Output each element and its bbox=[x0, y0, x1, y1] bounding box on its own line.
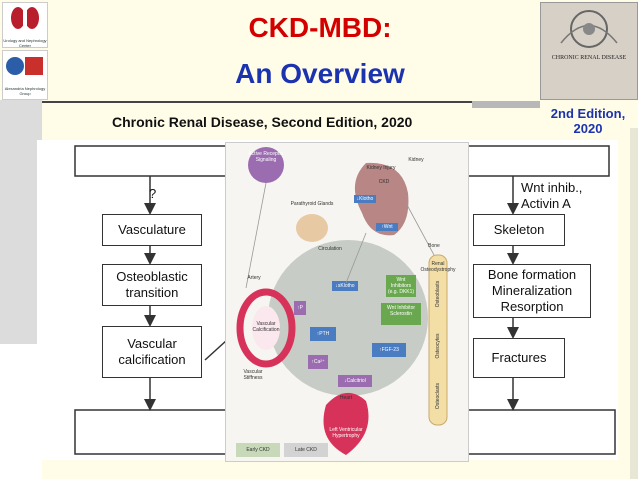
vascular-calcification-box: Vascular calcification bbox=[102, 326, 202, 378]
calcium-label: ↑Ca²⁺ bbox=[311, 359, 325, 365]
nephrology-group-caption: Alexandria Nephrology Group bbox=[4, 86, 46, 96]
slide-subtitle: Chronic Renal Disease, Second Edition, 2… bbox=[112, 114, 413, 130]
wnt-inhibitors-label: Wnt Inhibitors (e.g. DKK1) bbox=[387, 277, 415, 295]
urology-center-caption: Urology and Nephrology Center bbox=[3, 38, 47, 48]
osteocytes-label: Osteocytes bbox=[435, 333, 441, 359]
heart-label: Heart bbox=[339, 395, 353, 401]
ang-logo-icon bbox=[6, 57, 43, 75]
left-question-mark: ? bbox=[149, 186, 157, 201]
legend-late-ckd: Late CKD bbox=[295, 447, 317, 453]
left-decor-panel bbox=[0, 344, 42, 479]
sklotho-label: ↓sKlotho bbox=[335, 283, 355, 289]
right-decor-bar bbox=[630, 128, 638, 479]
ckd-mbd-figure: Active Receptor Signaling Kidney Injury … bbox=[225, 142, 469, 462]
circulation-label: Circulation bbox=[318, 246, 342, 252]
book-cover-title: CHRONIC RENAL DISEASE bbox=[551, 55, 627, 61]
diagram-area: ? Vasculature Osteoblastic transition Va… bbox=[37, 140, 618, 462]
klotho-label: ↓Klotho bbox=[356, 196, 374, 202]
kidney-logo-icon bbox=[11, 7, 39, 29]
renal-osteodystrophy-label: Renal Osteodystrophy bbox=[420, 261, 456, 273]
kidney-label: Kidney bbox=[408, 157, 424, 163]
osteoblastic-transition-box: Osteoblastic transition bbox=[102, 264, 202, 306]
bone-label: Bone bbox=[428, 243, 440, 249]
vasculature-box: Vasculature bbox=[102, 214, 202, 246]
slide-title-line2: An Overview bbox=[235, 58, 405, 89]
vascular-calcification-label: Vascular Calcification bbox=[252, 321, 280, 333]
fgf23-label: ↑FGF-23 bbox=[379, 347, 399, 353]
left-decor-bar bbox=[0, 100, 42, 344]
phosphate-label: ↑P bbox=[297, 305, 303, 311]
book-edition-line2: 2020 bbox=[573, 121, 603, 136]
fractures-box: Fractures bbox=[473, 338, 565, 378]
wnt-label: ↑Wnt bbox=[381, 224, 393, 230]
legend-early-ckd: Early CKD bbox=[246, 447, 270, 453]
pth-label: ↑PTH bbox=[316, 331, 330, 337]
ckd-label: CKD bbox=[378, 179, 390, 185]
artery-label: Artery bbox=[247, 275, 261, 281]
nephrology-group-logo: Alexandria Nephrology Group bbox=[2, 50, 48, 100]
calcitriol-label: ↓Calcitriol bbox=[344, 378, 366, 384]
bone-formation-box: Bone formation Mineralization Resorption bbox=[473, 264, 591, 318]
osteoblasts-label: Osteoblasts bbox=[435, 280, 441, 308]
sclerostin-label: Wnt Inhibitor Sclerostin bbox=[386, 305, 416, 317]
book-edition-line1: 2nd Edition, bbox=[550, 106, 626, 121]
book-edition: 2nd Edition, 2020 bbox=[540, 106, 636, 136]
wnt-inhib-label: Wnt inhib., Activin A bbox=[521, 180, 583, 211]
book-cover-image: CHRONIC RENAL DISEASE bbox=[540, 2, 638, 100]
title-divider-accent bbox=[472, 101, 540, 108]
lvh-label: Left Ventricular Hypertrophy bbox=[329, 427, 363, 439]
kidney-injury-label: Kidney Injury bbox=[366, 165, 396, 171]
book-cover-illustration bbox=[560, 10, 618, 48]
active-receptor-label: Active Receptor Signaling bbox=[248, 151, 284, 163]
urology-center-logo: Urology and Nephrology Center bbox=[2, 2, 48, 48]
title-divider bbox=[42, 101, 472, 103]
vascular-stiffness-label: Vascular Stiffness bbox=[243, 369, 263, 381]
osteoclasts-label: Osteoclasts bbox=[435, 382, 441, 410]
parathyroid-label: Parathyroid Glands bbox=[290, 201, 334, 207]
skeleton-box: Skeleton bbox=[473, 214, 565, 246]
slide-title-line1: CKD-MBD: bbox=[248, 12, 392, 43]
figure-graphics bbox=[236, 147, 448, 457]
